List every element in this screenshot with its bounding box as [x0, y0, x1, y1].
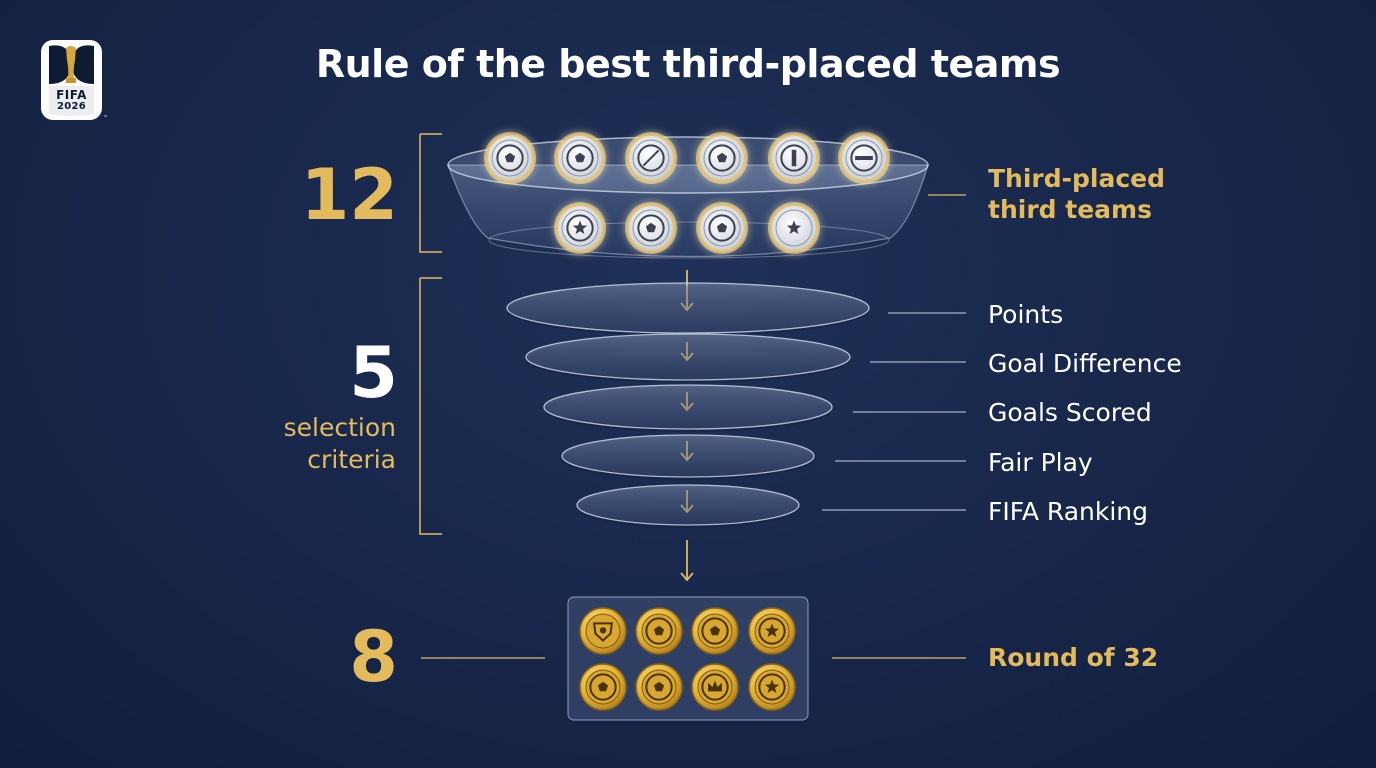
qualified-badge	[579, 607, 627, 655]
soccer-ball-icon	[496, 144, 524, 172]
criterion-goal-difference: Goal Difference	[988, 349, 1182, 378]
qualified-badge	[748, 663, 796, 711]
logo-year-text: 2026	[56, 101, 87, 112]
bracket-third-placed	[419, 133, 442, 253]
team-badge	[696, 132, 748, 184]
disc-fifa-ranking	[576, 484, 966, 528]
criteria-caption: selection criteria	[180, 412, 396, 476]
team-badge	[554, 132, 606, 184]
qualified-badge	[635, 607, 683, 655]
shield-crest-icon	[593, 622, 613, 642]
third-placed-team-badges	[484, 132, 890, 254]
team-badge	[554, 202, 606, 254]
third-placed-count: 12	[300, 154, 398, 236]
disc-fair-play	[561, 434, 966, 480]
star-crest-icon	[758, 673, 786, 701]
star-icon	[786, 220, 802, 235]
trophy-icon	[49, 45, 94, 116]
qualified-badge	[691, 607, 739, 655]
third-placed-caption: Third-placed third teams	[988, 163, 1165, 225]
criterion-fifa-ranking: FIFA Ranking	[988, 497, 1149, 526]
team-badge	[696, 202, 748, 254]
soccer-ball-icon	[645, 673, 673, 701]
qualified-badge	[748, 607, 796, 655]
round-of-32-caption: Round of 32	[988, 643, 1159, 672]
third-placed-caption-line1: Third-placed	[988, 164, 1166, 193]
team-badge	[625, 202, 677, 254]
team-badge	[625, 132, 677, 184]
criteria-caption-line2: criteria	[307, 445, 396, 474]
qualified-badge	[579, 663, 627, 711]
star-crest-icon	[758, 617, 786, 645]
disc-points	[506, 282, 966, 336]
qualified-badge	[691, 663, 739, 711]
team-badge	[768, 132, 820, 184]
bar-crest-icon	[780, 144, 808, 172]
round-of-32-box	[567, 596, 809, 721]
criteria-count: 5	[349, 332, 398, 414]
soccer-ball-icon	[708, 144, 736, 172]
criteria-caption-line1: selection	[283, 413, 396, 442]
team-badge	[838, 132, 890, 184]
soccer-ball-icon	[637, 214, 665, 242]
disc-goal-difference	[525, 333, 966, 383]
criterion-points: Points	[988, 300, 1064, 329]
bracket-criteria	[419, 277, 442, 535]
qualified-team-badges	[579, 607, 796, 711]
disc-goals-scored	[543, 384, 966, 432]
soccer-ball-icon	[645, 617, 673, 645]
criterion-fair-play: Fair Play	[988, 448, 1093, 477]
soccer-ball-icon	[701, 617, 729, 645]
soccer-ball-icon	[566, 144, 594, 172]
star-crest-icon	[566, 214, 594, 242]
soccer-ball-icon	[589, 673, 617, 701]
team-badge	[768, 202, 820, 254]
down-arrow-icon	[680, 540, 694, 582]
team-badge	[484, 132, 536, 184]
logo-fifa-text: FIFA	[56, 88, 87, 102]
qualified-badge	[635, 663, 683, 711]
crown-crest-icon	[701, 673, 729, 701]
minus-crest-icon	[850, 144, 878, 172]
qualified-count: 8	[349, 616, 398, 698]
third-placed-caption-line2: third teams	[988, 195, 1152, 224]
striped-ball-icon	[637, 144, 665, 172]
soccer-ball-icon	[708, 214, 736, 242]
trademark-mark: ™	[103, 115, 108, 121]
page-title: Rule of the best third-placed teams	[315, 42, 1061, 86]
criterion-goals-scored: Goals Scored	[988, 398, 1152, 427]
criteria-discs	[506, 282, 966, 528]
fifa-2026-logo: FIFA 2026	[41, 40, 102, 120]
